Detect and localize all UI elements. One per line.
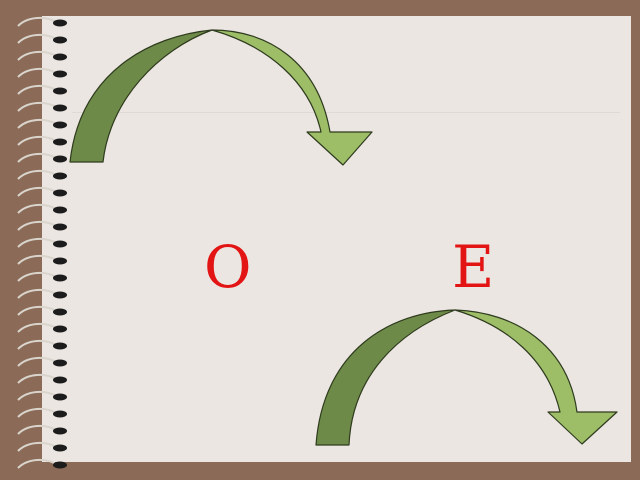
spiral-coil-icon [17,220,67,231]
spiral-coil-icon [17,50,67,61]
spiral-coil-icon [17,458,67,469]
spiral-coil-icon [17,373,67,384]
letter-o: O [204,233,252,301]
spiral-coil-icon [17,322,67,333]
spiral-coil-icon [17,407,67,418]
spiral-coil-icon [17,84,67,95]
spiral-coil-icon [17,67,67,78]
spiral-coil-icon [17,135,67,146]
spiral-coil-icon [17,101,67,112]
spiral-coil-icon [17,356,67,367]
spiral-coil-icon [17,390,67,401]
spiral-coil-icon [17,288,67,299]
spiral-coil-icon [17,16,67,27]
spiral-coil-icon [17,305,67,316]
spiral-coil-icon [17,339,67,350]
spiral-coil-icon [17,441,67,452]
letter-e: E [452,233,495,301]
spiral-coil-icon [17,237,67,248]
spiral-coil-icon [17,169,67,180]
spiral-coil-icon [17,152,67,163]
spiral-coil-icon [17,33,67,44]
page-rule-line [72,112,620,113]
spiral-coil-icon [17,186,67,197]
spiral-binding [17,16,67,469]
spiral-coil-icon [17,118,67,129]
spiral-coil-icon [17,271,67,282]
spiral-coil-icon [17,203,67,214]
spiral-coil-icon [17,424,67,435]
spiral-coil-icon [17,254,67,265]
